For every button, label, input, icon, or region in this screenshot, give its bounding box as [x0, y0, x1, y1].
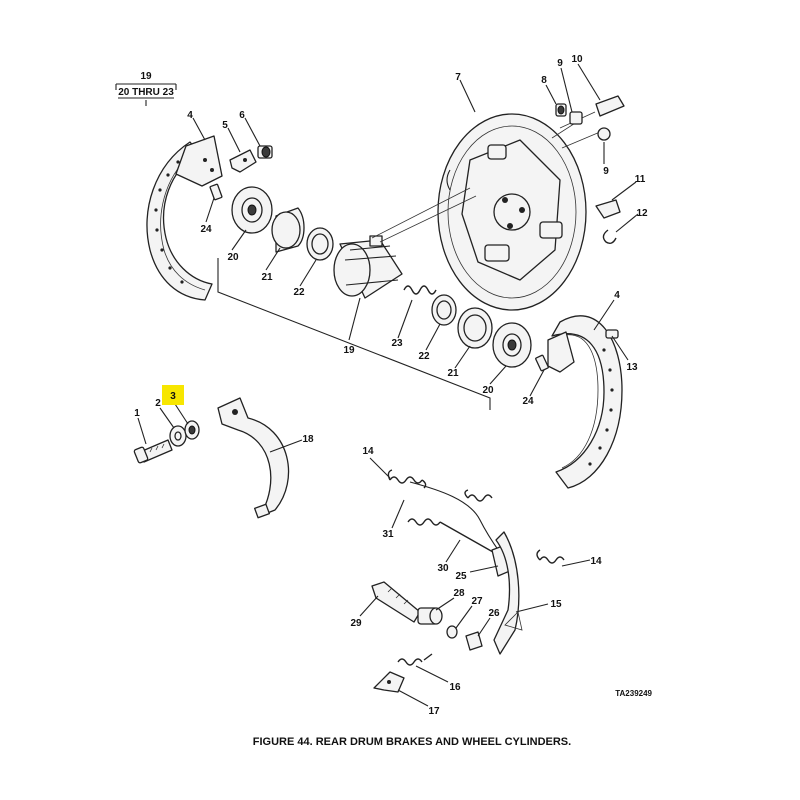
overload-spring[interactable]: [407, 518, 501, 557]
callout-1[interactable]: 1: [134, 408, 140, 419]
callout-25[interactable]: 25: [455, 571, 467, 582]
callout-23[interactable]: 23: [391, 338, 403, 349]
callout-6[interactable]: 6: [239, 110, 245, 121]
callout-14-right[interactable]: 14: [590, 556, 602, 567]
callout-19[interactable]: 19: [343, 345, 355, 356]
cup-left[interactable]: [306, 227, 334, 261]
adjuster-lever[interactable]: [229, 149, 257, 173]
callout-4-left[interactable]: 4: [187, 110, 193, 121]
bleeder-screw[interactable]: [555, 103, 567, 117]
callout-3[interactable]: 3: [170, 391, 176, 402]
boot-left[interactable]: [231, 186, 273, 234]
parking-brake-lever[interactable]: [217, 397, 290, 519]
callout-17[interactable]: 17: [428, 706, 440, 717]
adjuster-clip[interactable]: [595, 199, 621, 219]
brake-line-fitting[interactable]: [595, 95, 625, 141]
nut[interactable]: [184, 420, 200, 440]
callout-21-right[interactable]: 21: [447, 368, 459, 379]
assembly-guide-lines: [371, 111, 601, 243]
callout-highlight: [162, 385, 184, 405]
group-label-range: 20 THRU 23: [118, 87, 174, 98]
drawing-number: TA239249: [615, 689, 652, 698]
lock-washer[interactable]: [169, 425, 187, 447]
callout-22-right[interactable]: 22: [418, 351, 430, 362]
brake-shoe-left[interactable]: [146, 135, 223, 301]
lining-rivet-holes-right: [588, 348, 614, 466]
spring-center[interactable]: [403, 285, 437, 295]
callout-16[interactable]: 16: [449, 682, 461, 693]
callout-4-right[interactable]: 4: [614, 290, 620, 301]
figure-caption: FIGURE 44. REAR DRUM BRAKES AND WHEEL CY…: [253, 736, 571, 748]
adjuster-screw[interactable]: [371, 581, 421, 623]
hold-down-spring[interactable]: [397, 653, 433, 666]
group-bracket: [217, 258, 491, 410]
shoe-hold-pin[interactable]: [605, 329, 619, 339]
callout-29[interactable]: 29: [350, 618, 362, 629]
callout-13[interactable]: 13: [626, 362, 638, 373]
actuator-link[interactable]: [373, 671, 405, 693]
callout-12[interactable]: 12: [636, 208, 648, 219]
callout-10[interactable]: 10: [571, 54, 583, 65]
callout-numbers: 4 5 6 7 8 9 10 9 11 12 4 13 24 20 21 22 …: [134, 54, 648, 717]
retainer-ring[interactable]: [602, 229, 617, 245]
return-spring-upper[interactable]: [387, 469, 427, 489]
callout-14-left[interactable]: 14: [362, 446, 374, 457]
brake-shoe-right[interactable]: [547, 315, 623, 489]
callout-9-top[interactable]: 9: [557, 58, 563, 69]
spring-right[interactable]: [536, 549, 565, 564]
callout-20-right[interactable]: 20: [482, 385, 494, 396]
piston-right[interactable]: [457, 307, 493, 349]
callout-2[interactable]: 2: [155, 398, 161, 409]
callout-15[interactable]: 15: [550, 599, 562, 610]
pin-left[interactable]: [209, 183, 223, 201]
callout-24-right[interactable]: 24: [522, 396, 534, 407]
group-label: 19 20 THRU 23: [115, 71, 177, 99]
callout-24-left[interactable]: 24: [200, 224, 212, 235]
callout-28[interactable]: 28: [453, 588, 465, 599]
lining-rivet-holes: [154, 160, 184, 284]
callout-11[interactable]: 11: [635, 174, 646, 185]
callout-30[interactable]: 30: [437, 563, 449, 574]
cup-right[interactable]: [431, 294, 457, 326]
socket[interactable]: [465, 631, 483, 651]
pin-right[interactable]: [535, 354, 549, 372]
callout-20-left[interactable]: 20: [227, 252, 239, 263]
backing-plate[interactable]: [437, 113, 587, 311]
washer-small[interactable]: [446, 625, 458, 639]
callout-27[interactable]: 27: [471, 596, 483, 607]
callout-21-left[interactable]: 21: [261, 272, 273, 283]
anchor-bolt[interactable]: [133, 439, 173, 464]
adjuster-nut[interactable]: [417, 607, 443, 625]
callout-18[interactable]: 18: [302, 434, 314, 445]
piston-left[interactable]: [271, 207, 305, 253]
callout-8[interactable]: 8: [541, 75, 547, 86]
wheel-cylinder-body[interactable]: [333, 235, 403, 299]
retaining-bolt[interactable]: [257, 145, 273, 159]
callout-9[interactable]: 9: [603, 166, 609, 177]
group-label-number: 19: [140, 71, 152, 82]
adjuster-lever-arm[interactable]: [493, 531, 523, 655]
callout-31[interactable]: 31: [382, 529, 394, 540]
return-spring-lower[interactable]: [464, 489, 493, 502]
leader-lines: [137, 63, 639, 707]
bleeder-cap[interactable]: [569, 111, 583, 125]
callout-22-left[interactable]: 22: [293, 287, 305, 298]
callout-5[interactable]: 5: [222, 120, 228, 131]
callout-26[interactable]: 26: [488, 608, 500, 619]
boot-right[interactable]: [492, 322, 532, 368]
callout-7[interactable]: 7: [455, 72, 461, 83]
